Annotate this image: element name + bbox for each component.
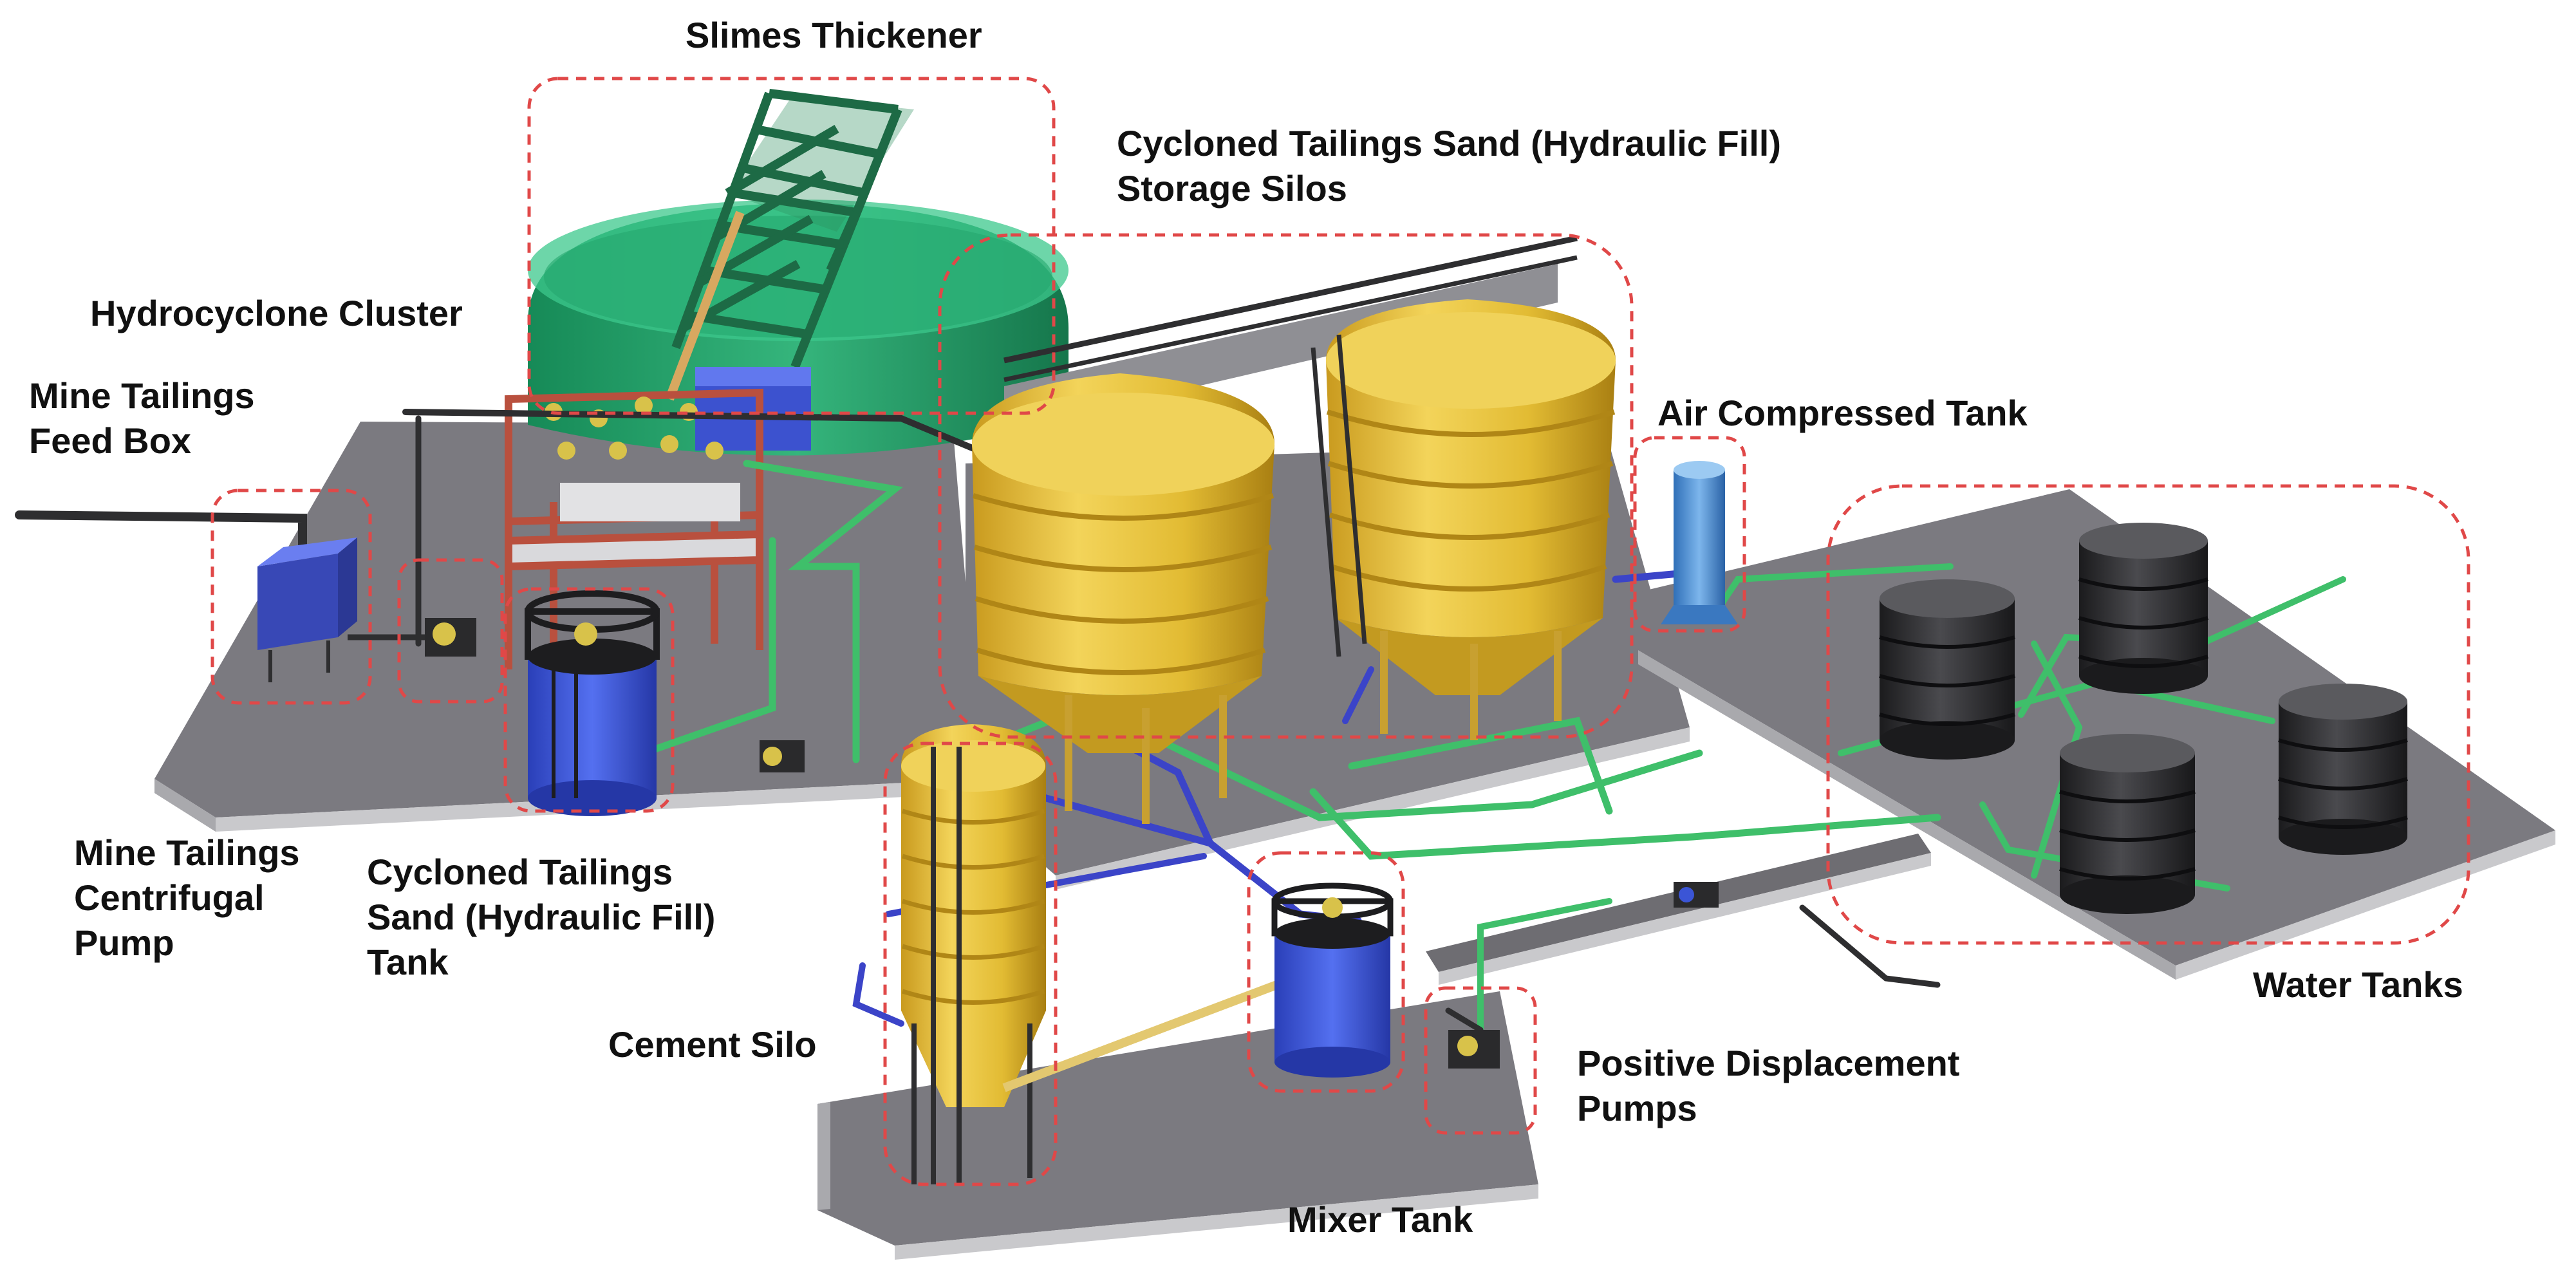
label-storage-silos-line1: Cycloned Tailings Sand (Hydraulic Fill) [1117, 123, 1782, 163]
box-feed-box [210, 489, 372, 705]
label-pd-pumps-line2: Pumps [1577, 1088, 1697, 1128]
label-hydrocyclone-cluster: Hydrocyclone Cluster [90, 293, 463, 333]
label-air-compressed-tank: Air Compressed Tank [1657, 393, 2028, 433]
label-cement-silo: Cement Silo [608, 1024, 817, 1065]
water-tank-3 [2059, 734, 2196, 914]
box-sand-tank [503, 587, 675, 813]
label-pd-pumps: Positive Displacement Pumps [1577, 1041, 1959, 1131]
label-storage-silos: Cycloned Tailings Sand (Hydraulic Fill) … [1117, 121, 1781, 211]
water-tank-4 [2278, 684, 2408, 855]
positive-displacement-pump [1448, 1030, 1500, 1069]
label-mixer-tank: Mixer Tank [1287, 1199, 1473, 1240]
box-pd-pumps [1424, 986, 1537, 1135]
box-storage-silos [938, 233, 1634, 739]
label-sand-tank: Cycloned Tailings Sand (Hydraulic Fill) … [367, 850, 715, 985]
label-sand-tank-line3: Tank [367, 942, 449, 982]
label-feed-box: Mine Tailings Feed Box [29, 373, 255, 463]
mixer-tank [1271, 882, 1394, 1078]
label-storage-silos-line2: Storage Silos [1117, 168, 1347, 209]
label-centrifugal-pump: Mine Tailings Centrifugal Pump [74, 830, 300, 966]
label-centrifugal-pump-line1: Mine Tailings [74, 832, 300, 873]
centrifugal-pump [348, 618, 476, 657]
box-water-tanks [1826, 484, 2470, 945]
label-centrifugal-pump-line3: Pump [74, 922, 174, 963]
label-feed-box-line2: Feed Box [29, 420, 192, 461]
box-mixer-tank [1247, 851, 1405, 1093]
box-centrifugal-pump [397, 558, 504, 704]
cement-silo [901, 724, 1296, 1184]
label-water-tanks: Water Tanks [2253, 964, 2463, 1005]
label-feed-box-line1: Mine Tailings [29, 375, 255, 416]
feed-box [257, 537, 357, 682]
sand-tank-pump [760, 740, 805, 772]
label-sand-tank-line1: Cycloned Tailings [367, 852, 673, 892]
water-tank-1 [1879, 579, 2015, 760]
air-compressed-tank [1661, 461, 1738, 624]
trench-pump [1674, 882, 1719, 908]
label-centrifugal-pump-line2: Centrifugal [74, 877, 265, 918]
label-pd-pumps-line1: Positive Displacement [1577, 1043, 1960, 1083]
label-sand-tank-line2: Sand (Hydraulic Fill) [367, 897, 716, 937]
water-tank-2 [2078, 523, 2208, 694]
highlight-boxes [210, 77, 2470, 1186]
box-slimes-thickener [527, 77, 1056, 415]
sand-tank [525, 590, 660, 816]
label-slimes-thickener: Slimes Thickener [686, 15, 982, 55]
storage-silo-1 [972, 373, 1274, 824]
storage-silo-2 [1311, 299, 1616, 740]
thickener-truss [671, 89, 914, 369]
